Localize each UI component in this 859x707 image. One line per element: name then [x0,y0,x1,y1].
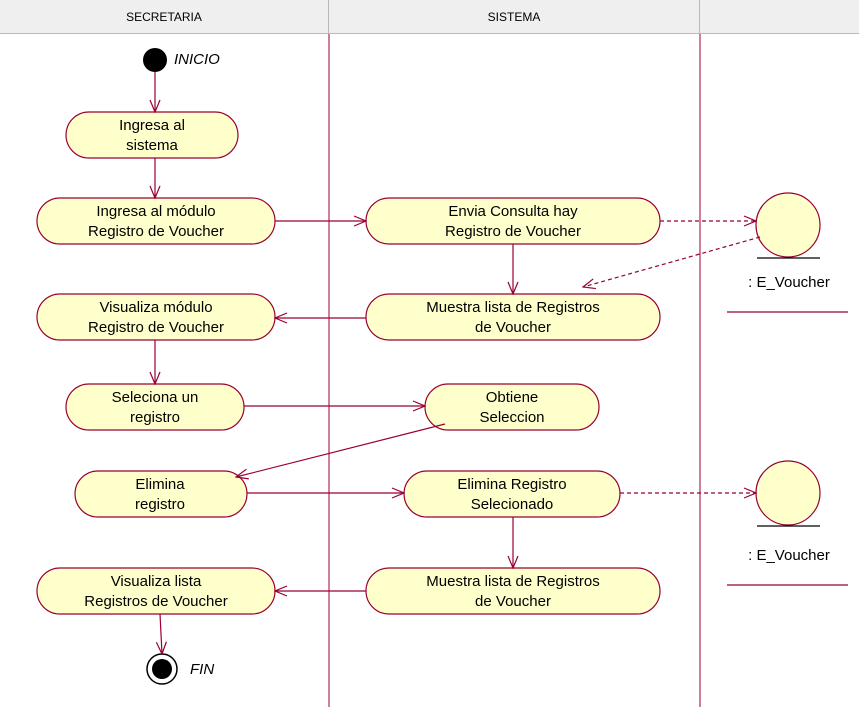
activity-label: Obtiene [486,389,539,406]
initial-node[interactable] [143,48,167,72]
lane-header-secretaria: SECRETARIA [0,0,329,34]
activity-label: Registro de Voucher [445,223,581,240]
activity-label: Muestra lista de Registros [426,299,599,316]
activity-envia-consulta[interactable]: Envia Consulta hay Registro de Voucher [365,197,661,245]
final-node[interactable] [146,653,178,685]
activity-elimina-seleccionado[interactable]: Elimina Registro Selecionado [403,470,621,518]
activity-elimina-registro[interactable]: Elimina registro [74,470,248,518]
entity-object-icon[interactable] [755,460,821,527]
activity-label: Elimina Registro [457,476,566,493]
lane-header-sistema: SISTEMA [329,0,700,34]
activity-label: Ingresa al módulo [96,203,215,220]
activity-label: Registro de Voucher [88,223,224,240]
activity-label: Registros de Voucher [84,593,227,610]
activity-visualiza-modulo[interactable]: Visualiza módulo Registro de Voucher [36,293,276,341]
activity-ingresa-sistema[interactable]: Ingresa al sistema [65,111,239,159]
flow-arrow [160,613,162,654]
activity-visualiza-lista[interactable]: Visualiza lista Registros de Voucher [36,567,276,615]
activity-label: Elimina [135,476,185,493]
entity-object-icon[interactable] [755,192,821,259]
activity-label: sistema [126,137,178,154]
activity-label: Visualiza módulo [99,299,212,316]
activity-label: Registro de Voucher [88,319,224,336]
entity-label: : E_Voucher [748,274,830,291]
start-label: INICIO [174,51,220,68]
activity-muestra-lista-1[interactable]: Muestra lista de Registros de Voucher [365,293,661,341]
activity-label: Ingresa al [119,117,185,134]
object-flow-arrow [583,236,761,287]
activity-muestra-lista-2[interactable]: Muestra lista de Registros de Voucher [365,567,661,615]
activity-selecciona-registro[interactable]: Seleciona un registro [65,383,245,431]
entity-label: : E_Voucher [748,547,830,564]
activity-label: Visualiza lista [111,573,202,590]
activity-label: Muestra lista de Registros [426,573,599,590]
activity-ingresa-modulo[interactable]: Ingresa al módulo Registro de Voucher [36,197,276,245]
activity-label: Selecionado [471,496,554,513]
activity-label: de Voucher [475,319,551,336]
activity-label: registro [130,409,180,426]
activity-label: Seleciona un [112,389,199,406]
activity-label: registro [135,496,185,513]
flow-arrow [236,423,446,477]
activity-label: Seleccion [479,409,544,426]
activity-obtiene-seleccion[interactable]: Obtiene Seleccion [424,383,600,431]
lane-header-empty [700,0,859,34]
activity-label: de Voucher [475,593,551,610]
end-label: FIN [190,661,214,678]
activity-label: Envia Consulta hay [448,203,578,220]
